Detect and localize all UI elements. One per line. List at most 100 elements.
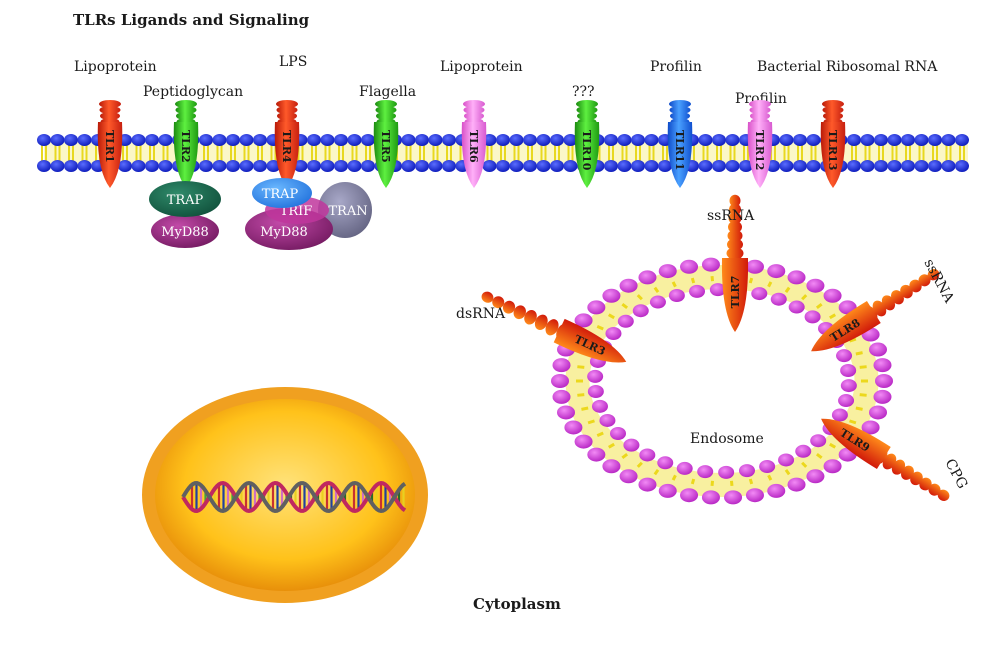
receptor-leucine-repeat <box>99 106 121 114</box>
lipid-head-outer <box>619 469 638 484</box>
lipid-head-inner <box>860 160 875 172</box>
lipid-head-outer <box>552 358 571 373</box>
endosome-core <box>565 264 879 498</box>
receptor-label: TLR7 <box>729 276 742 309</box>
lipid-head-inner <box>874 160 888 172</box>
receptor-leucine-repeat <box>669 100 691 108</box>
lipid-head-outer <box>698 134 713 146</box>
lipid-head-inner <box>644 160 659 172</box>
receptor-leucine-repeat <box>900 284 913 299</box>
lipid-head-outer <box>874 134 888 146</box>
lipid-head-inner <box>941 160 956 172</box>
lipid-head-outer <box>37 134 51 146</box>
lipid-head-inner <box>793 160 807 172</box>
lipid-head-inner <box>778 453 795 467</box>
lipid-head-outer <box>701 490 720 505</box>
receptor-body <box>97 122 123 188</box>
lipid-head-outer <box>860 134 875 146</box>
lipid-tail <box>767 281 773 288</box>
myd88-blob-tlr2 <box>151 214 219 248</box>
lipid-head-inner <box>751 287 768 301</box>
lipid-head-outer <box>131 134 146 146</box>
lipid-head-outer <box>226 134 240 146</box>
lipid-tail <box>748 277 754 284</box>
receptor-leucine-repeat <box>822 100 844 108</box>
receptor-leucine-repeat <box>176 112 196 120</box>
ligand-label-tlr12: Profilin <box>735 91 787 107</box>
receptor-leucine-repeat <box>534 314 548 330</box>
ligand-label-tlr5: Flagella <box>359 84 416 100</box>
receptor-tlr7: TLR7 <box>721 194 749 332</box>
lipid-head-outer <box>77 134 92 146</box>
lipid-head-inner <box>415 160 429 172</box>
lipid-head-outer <box>617 134 632 146</box>
lipid-tail <box>767 474 773 481</box>
receptor-label: TLR2 <box>179 130 192 163</box>
trap-blob-tlr2 <box>149 181 221 217</box>
dna-helix <box>181 480 407 514</box>
lipid-head-outer <box>536 134 551 146</box>
receptor-body <box>274 122 300 188</box>
lipid-head-inner <box>806 160 821 172</box>
lipid-head-inner <box>442 160 456 172</box>
lipid-head-inner <box>77 160 92 172</box>
receptor-body <box>574 122 600 188</box>
receptor-label: TLR6 <box>467 130 480 163</box>
lipid-tail <box>859 393 867 397</box>
lipid-tail <box>596 325 604 331</box>
lipid-head-inner <box>718 465 735 479</box>
receptor-leucine-repeat <box>669 106 691 114</box>
receptor-leucine-repeat <box>728 212 742 225</box>
lipid-head-outer <box>550 134 564 146</box>
trap-label-tlr2: TRAP <box>167 193 204 208</box>
lipid-head-inner <box>199 160 213 172</box>
lipid-head-inner <box>649 295 666 309</box>
lipid-head-outer <box>347 134 362 146</box>
lipid-head-outer <box>320 134 335 146</box>
lipid-head-outer <box>631 134 645 146</box>
receptor-leucine-repeat <box>891 290 904 305</box>
lipid-head-outer <box>644 134 659 146</box>
tran-label: TRAN <box>328 204 367 219</box>
lipid-head-inner <box>831 408 848 422</box>
lipid-tail <box>801 294 808 301</box>
receptor-body <box>173 122 199 188</box>
lipid-head-outer <box>552 389 571 404</box>
lipid-head-outer <box>619 278 638 293</box>
lipid-head-outer <box>428 134 443 146</box>
lipid-head-outer <box>563 134 578 146</box>
receptor-leucine-repeat <box>901 465 914 480</box>
lipid-head-inner <box>37 160 51 172</box>
nucleus <box>142 387 428 603</box>
lipid-head-inner <box>847 160 861 172</box>
endosome <box>551 257 893 505</box>
receptor-leucine-repeat <box>727 229 743 242</box>
lipid-head-outer <box>574 434 593 449</box>
receptor-label: TLR4 <box>280 130 293 163</box>
lipid-head-inner <box>617 160 632 172</box>
lipid-tail <box>587 419 595 425</box>
lipid-head-inner <box>334 160 348 172</box>
ligand-labels: Lipoprotein Peptidoglycan LPS Flagella L… <box>74 54 938 107</box>
lipid-tail <box>653 286 660 294</box>
lipid-head-inner <box>509 160 524 172</box>
receptor-leucine-repeat <box>175 106 197 114</box>
receptor-tlr2: TLR2 <box>173 100 199 188</box>
lipid-head-inner <box>523 160 537 172</box>
lipid-tail <box>829 313 837 320</box>
lipid-tail <box>577 365 585 369</box>
ligand-label-tlr4: LPS <box>279 54 307 70</box>
lipid-head-inner <box>599 413 616 427</box>
receptor-leucine-repeat <box>727 238 743 251</box>
receptor-leucine-repeat <box>277 112 297 120</box>
lipid-head-outer <box>712 134 726 146</box>
cytoplasm-label: Cytoplasm <box>473 595 561 613</box>
lipid-head-outer <box>158 134 173 146</box>
lipid-head-outer <box>658 264 677 279</box>
lipid-head-outer <box>212 134 227 146</box>
lipid-head-inner <box>118 160 132 172</box>
lipid-head-outer <box>239 134 254 146</box>
lipid-head-inner <box>631 160 645 172</box>
lipid-head-inner <box>759 459 776 473</box>
